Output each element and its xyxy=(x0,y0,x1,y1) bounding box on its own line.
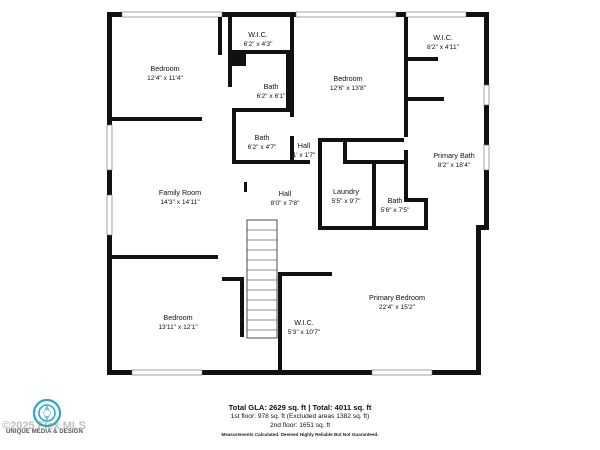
room-name-wic-south: W.I.C. xyxy=(294,318,314,327)
company-name: UNIQUE MEDIA & DESIGN xyxy=(6,429,83,435)
camera-aperture-icon xyxy=(32,398,62,428)
room-dims-bedroom-center: 12'6" x 13'8" xyxy=(330,85,367,92)
room-dims-hall-small: 1' x 1'7" xyxy=(293,152,316,159)
room-name-hall-small: Hall xyxy=(298,141,311,150)
floor-plan: Bedroom 12'4" x 11'4" W.I.C. 6'2" x 4'3"… xyxy=(106,11,490,376)
room-name-bedroom-sw: Bedroom xyxy=(163,313,192,322)
room-name-hall-center: Hall xyxy=(279,189,292,198)
room-dims-family-room: 14'3" x 14'11" xyxy=(160,199,200,206)
room-name-primary-bedroom: Primary Bedroom xyxy=(369,293,425,302)
second-floor-area: 2nd floor: 1651 sq. ft xyxy=(269,422,331,429)
first-floor-area: 1st floor: 978 sq. ft (Excluded areas 13… xyxy=(230,413,370,420)
staircase xyxy=(246,219,278,339)
room-dims-wic-top: 6'2" x 4'3" xyxy=(244,41,273,48)
room-dims-primary-bedroom: 22'4" x 15'2" xyxy=(379,304,416,311)
room-dims-bedroom-sw: 13'11" x 12'1" xyxy=(158,324,198,331)
room-name-wic-top: W.I.C. xyxy=(248,30,268,39)
room-name-bath-upper: Bath xyxy=(264,82,279,91)
mls-watermark: ©2025 Flex MLS xyxy=(2,420,86,432)
room-name-bath-lower: Bath xyxy=(255,133,270,142)
room-name-primary-bath: Primary Bath xyxy=(433,151,475,160)
room-name-bedroom-center: Bedroom xyxy=(333,74,362,83)
room-dims-bath-upper: 6'2" x 6'1" xyxy=(257,93,286,100)
room-name-family-room: Family Room xyxy=(159,188,201,197)
room-dims-primary-bath: 8'2" x 18'4" xyxy=(438,162,471,169)
room-name-bedroom-nw: Bedroom xyxy=(150,64,179,73)
room-name-bath-east: Bath xyxy=(388,196,403,205)
room-dims-hall-center: 8'0" x 7'8" xyxy=(271,200,300,207)
interior-walls xyxy=(112,17,444,375)
room-dims-laundry: 5'5" x 9'7" xyxy=(332,198,361,205)
room-dims-wic-ne: 8'2" x 4'11" xyxy=(427,44,460,51)
room-dims-bedroom-nw: 12'4" x 11'4" xyxy=(147,75,183,82)
room-dims-bath-lower: 6'2" x 4'7" xyxy=(248,144,277,151)
room-labels: Bedroom 12'4" x 11'4" W.I.C. 6'2" x 4'3"… xyxy=(147,30,475,336)
measurement-disclaimer: Measurements Calculated. Deemed Highly R… xyxy=(221,432,379,437)
company-logo: UNIQUE MEDIA & DESIGN xyxy=(6,398,100,442)
room-name-wic-ne: W.I.C. xyxy=(433,33,453,42)
total-gla: Total GLA: 2629 sq. ft | Total: 4011 sq.… xyxy=(228,403,372,412)
room-dims-bath-east: 5'6" x 7'5" xyxy=(381,207,410,214)
room-dims-wic-south: 5'3" x 10'7" xyxy=(288,329,321,336)
room-name-laundry: Laundry xyxy=(333,187,359,196)
windows xyxy=(106,11,490,376)
area-summary: Total GLA: 2629 sq. ft | Total: 4011 sq.… xyxy=(0,403,600,439)
